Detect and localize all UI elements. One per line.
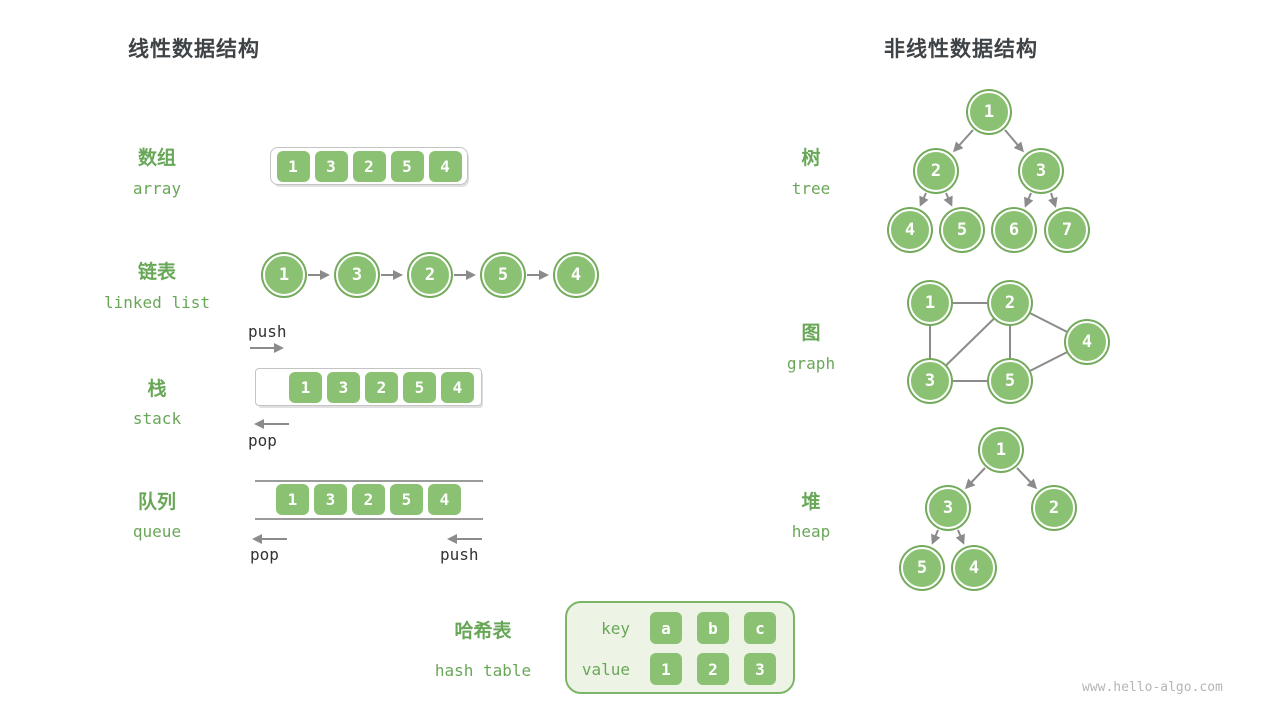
- queue-bottom-line: [255, 518, 483, 520]
- tree-node: 1: [968, 91, 1010, 133]
- tree-edges: [919, 129, 1058, 208]
- queue-cells: 1 3 2 5 4: [276, 484, 461, 515]
- tree-node: 6: [993, 209, 1035, 251]
- stack-cell: 2: [365, 371, 398, 403]
- heap-node: 1: [980, 429, 1022, 471]
- tree-node: 3: [1020, 150, 1062, 192]
- queue-cell: 2: [352, 484, 385, 515]
- hash-key-row-label: key: [601, 619, 630, 638]
- hash-key-cell: b: [697, 612, 729, 644]
- queue-label-zh: 队列: [137, 492, 176, 513]
- array-cell: 1: [276, 150, 310, 182]
- tree-node: 2: [915, 150, 957, 192]
- heap-node: 2: [1033, 487, 1075, 529]
- stack-pop-label: pop: [248, 431, 277, 450]
- hash-key-cell: a: [650, 612, 682, 644]
- graph-label-en: graph: [786, 354, 836, 373]
- stack-label-en: stack: [132, 409, 182, 428]
- linked-list-label-zh: 链表: [137, 262, 176, 283]
- graph-node: 1: [909, 282, 951, 324]
- queue-top-line: [255, 480, 483, 482]
- heap-edges: [931, 467, 1038, 545]
- array-cell: 4: [428, 150, 462, 182]
- linked-list-node: 3: [336, 254, 378, 296]
- linear-section-title: 线性数据结构: [128, 38, 260, 61]
- stack-cell: 4: [441, 371, 474, 403]
- graph-node: 2: [989, 282, 1031, 324]
- graph-node: 3: [909, 360, 951, 402]
- stack-cell: 1: [289, 371, 322, 403]
- array-cell: 3: [314, 150, 348, 182]
- array-label-en: array: [132, 179, 182, 198]
- linked-list-node: 5: [482, 254, 524, 296]
- heap-node: 3: [927, 487, 969, 529]
- heap-node: 5: [901, 547, 943, 589]
- array-cell: 2: [352, 150, 386, 182]
- heap-label-en: heap: [791, 522, 831, 541]
- queue-cell: 3: [314, 484, 347, 515]
- queue-pop-label: pop: [250, 545, 279, 564]
- stack-container: 1 3 2 5 4: [255, 368, 482, 406]
- tree-node: 4: [889, 209, 931, 251]
- array-label-zh: 数组: [137, 148, 176, 169]
- linked-list-node: 4: [555, 254, 597, 296]
- stack-cell: 3: [327, 371, 360, 403]
- array-cell: 5: [390, 150, 424, 182]
- watermark: www.hello-algo.com: [1082, 680, 1223, 695]
- tree-label-zh: 树: [801, 148, 821, 169]
- queue-push-label: push: [440, 545, 479, 564]
- hash-value-cell: 3: [744, 653, 776, 685]
- hash-value-cell: 1: [650, 653, 682, 685]
- hash-key-cell: c: [744, 612, 776, 644]
- graph-node: 5: [989, 360, 1031, 402]
- graph-label-zh: 图: [801, 323, 821, 344]
- hash-table-label-zh: 哈希表: [454, 621, 512, 642]
- array-container: 1 3 2 5 4: [270, 147, 468, 185]
- heap-node: 4: [953, 547, 995, 589]
- tree-node: 7: [1046, 209, 1088, 251]
- linked-list-label-en: linked list: [104, 293, 210, 312]
- tree-label-en: tree: [791, 179, 831, 198]
- queue-cell: 4: [428, 484, 461, 515]
- hash-value-row-label: value: [581, 660, 630, 679]
- stack-label-zh: 栈: [147, 379, 167, 400]
- linked-list-node: 1: [263, 254, 305, 296]
- queue-cell: 5: [390, 484, 423, 515]
- hash-value-cell: 2: [697, 653, 729, 685]
- linked-list-node: 2: [409, 254, 451, 296]
- queue-label-en: queue: [132, 522, 182, 541]
- graph-node: 4: [1066, 321, 1108, 363]
- stack-push-label: push: [248, 322, 287, 341]
- stack-cell: 5: [403, 371, 436, 403]
- heap-label-zh: 堆: [801, 492, 821, 513]
- hash-table-label-en: hash table: [434, 661, 532, 680]
- queue-cell: 1: [276, 484, 309, 515]
- tree-node: 5: [941, 209, 983, 251]
- nonlinear-section-title: 非线性数据结构: [884, 38, 1038, 61]
